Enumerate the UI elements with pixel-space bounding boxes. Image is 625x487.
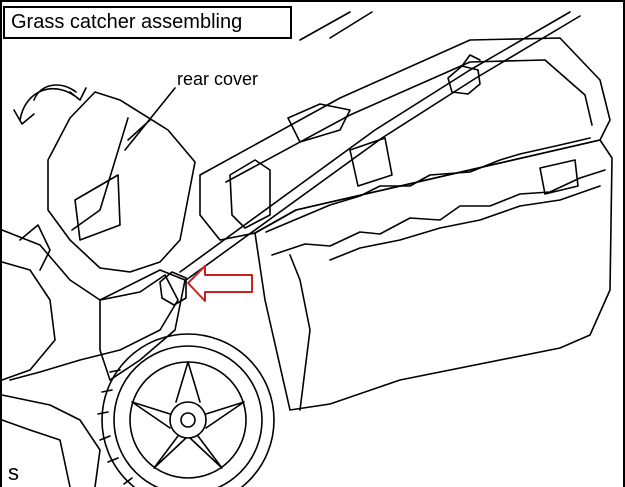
wheel-bracket bbox=[99, 269, 186, 381]
rear-cover-label: rear cover bbox=[177, 69, 259, 89]
rear-wheel bbox=[97, 333, 275, 487]
mower-chassis bbox=[1, 229, 179, 381]
fixing-knob bbox=[159, 271, 187, 306]
indicator-arrow bbox=[187, 265, 253, 302]
figure-title: Grass catcher assembling bbox=[3, 6, 292, 39]
grass-catcher-rim bbox=[199, 37, 611, 241]
grass-catcher-bag bbox=[254, 139, 613, 411]
rotation-arrow-icon bbox=[19, 87, 87, 121]
rear-cover bbox=[47, 91, 196, 273]
handle-bar bbox=[179, 11, 571, 273]
cropped-text-fragment: s bbox=[8, 460, 19, 485]
callout-leader bbox=[124, 87, 176, 151]
